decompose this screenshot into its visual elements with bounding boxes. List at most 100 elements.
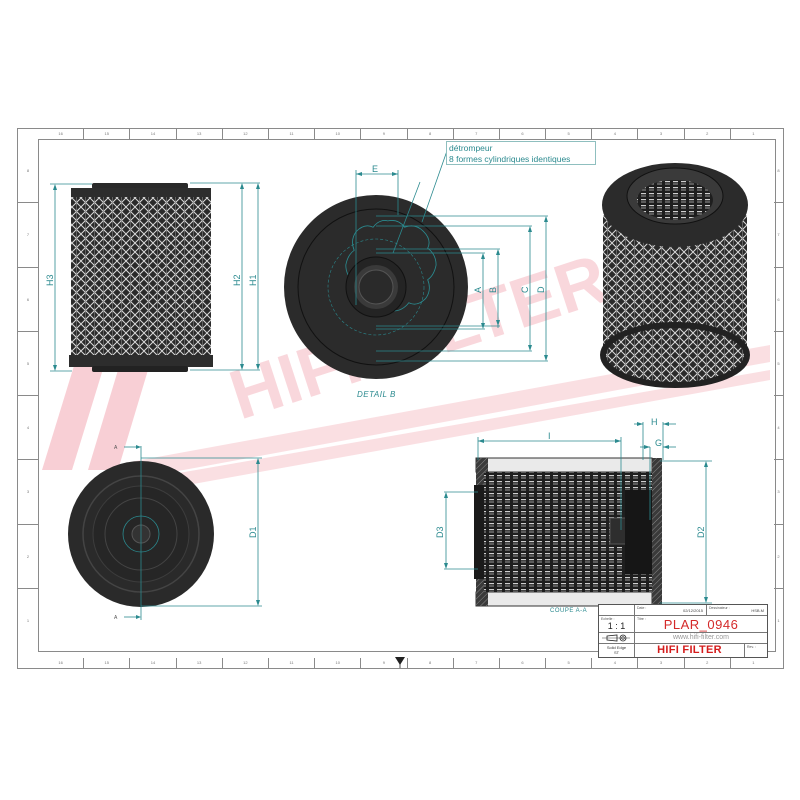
zone-row: 6 bbox=[18, 268, 38, 332]
section-mark-bottom: A bbox=[114, 615, 118, 621]
dim-g: G bbox=[655, 438, 662, 448]
zone-row: 7 bbox=[774, 203, 783, 268]
tb-date-label: Date : bbox=[637, 606, 647, 610]
border-zone-right: 8 7 6 5 4 3 2 1 bbox=[774, 139, 783, 652]
side-view: H3 H2 H1 bbox=[45, 182, 260, 372]
zone-row: 5 bbox=[18, 332, 38, 396]
section-mark-top: A bbox=[114, 445, 118, 451]
zone-row: 3 bbox=[774, 460, 783, 525]
isometric-view bbox=[600, 163, 750, 388]
dim-d2: D2 bbox=[696, 526, 706, 538]
cad-version: ST bbox=[613, 650, 620, 655]
zone-col: 8 bbox=[408, 658, 454, 668]
dim-d3: D3 bbox=[435, 526, 445, 538]
border-zone-bottom: 16 15 14 13 12 11 10 9 8 7 6 5 4 3 2 1 bbox=[38, 658, 776, 668]
callout-line-1: détrompeur bbox=[449, 143, 493, 153]
zone-col: 16 bbox=[38, 129, 85, 139]
zone-row: 7 bbox=[18, 203, 38, 268]
tb-row-web: www.hifi-filter.com bbox=[599, 633, 767, 644]
zone-col: 6 bbox=[500, 658, 547, 668]
tb-scale-cell: Echelle : 1 : 1 bbox=[599, 616, 635, 632]
tb-scale-value: 1 : 1 bbox=[607, 621, 626, 631]
zone-col: 15 bbox=[84, 658, 131, 668]
zone-col: 12 bbox=[223, 129, 269, 139]
zone-col: 1 bbox=[752, 131, 755, 136]
tb-rev-cell: Rev. : bbox=[745, 644, 767, 657]
zone-row: 5 bbox=[774, 332, 783, 396]
zone-col: 10 bbox=[315, 658, 362, 668]
zone-row: 1 bbox=[777, 617, 780, 623]
keying-callout: détrompeur 8 formes cylindriques identiq… bbox=[446, 141, 596, 165]
dim-h1: H1 bbox=[248, 274, 258, 286]
zone-row: 8 bbox=[774, 139, 783, 204]
tb-rev-label: Rev. : bbox=[747, 645, 756, 649]
zone-col: 5 bbox=[546, 658, 593, 668]
zone-col: 14 bbox=[130, 129, 177, 139]
tb-date-cell: Date : 02/12/2015 bbox=[635, 605, 707, 615]
tb-row-title: Echelle : 1 : 1 Titre : PLAR_0946 bbox=[599, 616, 767, 633]
zone-col: 13 bbox=[177, 658, 223, 668]
brand-name: HIFI FILTER bbox=[657, 644, 722, 656]
zone-row: 6 bbox=[774, 268, 783, 332]
border-zone-top: 16 15 14 13 12 11 10 9 8 7 6 5 4 3 2 1 bbox=[38, 129, 776, 139]
zone-col: 13 bbox=[177, 129, 223, 139]
zone-col: 7 bbox=[454, 129, 500, 139]
tb-blank bbox=[599, 605, 635, 615]
zone-col: 1 bbox=[752, 660, 755, 665]
detail-b-caption: DETAIL B bbox=[357, 390, 396, 399]
zone-row: 3 bbox=[18, 460, 38, 525]
zone-col: 6 bbox=[500, 129, 547, 139]
tb-drawer-cell: Dessinateur : HSB.M bbox=[707, 605, 767, 615]
dim-h2: H2 bbox=[232, 274, 242, 286]
dim-e: E bbox=[372, 164, 378, 174]
zone-col: 2 bbox=[685, 129, 731, 139]
dim-d1: D1 bbox=[248, 526, 258, 538]
zone-col: 4 bbox=[592, 658, 639, 668]
section-caption: COUPE A-A bbox=[550, 608, 588, 614]
zone-col: 10 bbox=[315, 129, 362, 139]
zone-row: 4 bbox=[18, 396, 38, 461]
zone-col: 7 bbox=[454, 658, 500, 668]
cad-name: Solid Edge bbox=[606, 645, 627, 650]
title-block: Date : 02/12/2015 Dessinateur : HSB.M Ec… bbox=[598, 604, 768, 658]
zone-col: 5 bbox=[546, 129, 593, 139]
tb-drawer-label: Dessinateur : bbox=[709, 606, 730, 610]
zone-row: 4 bbox=[774, 396, 783, 461]
projection-symbol-icon bbox=[395, 657, 405, 668]
zone-row: 8 bbox=[18, 139, 38, 204]
first-angle-projection-icon bbox=[602, 634, 630, 642]
zone-col: 16 bbox=[38, 658, 85, 668]
zone-row: 2 bbox=[774, 525, 783, 589]
zone-col: 15 bbox=[84, 129, 131, 139]
tb-title-label: Titre : bbox=[637, 617, 646, 621]
dim-h: H bbox=[651, 417, 658, 427]
section-view: I H G D3 D2 bbox=[435, 417, 712, 607]
zone-col: 3 bbox=[638, 658, 685, 668]
drawing-frame bbox=[38, 139, 776, 652]
dim-i: I bbox=[548, 431, 551, 441]
zone-col: 4 bbox=[592, 129, 639, 139]
tb-brand-cell: HIFI FILTER bbox=[635, 644, 745, 657]
border-zone-left: 8 7 6 5 4 3 2 1 bbox=[18, 139, 38, 652]
zone-col: 11 bbox=[269, 658, 316, 668]
tb-scale-label: Echelle : bbox=[601, 617, 615, 621]
zone-col: 12 bbox=[223, 658, 269, 668]
zone-col: 2 bbox=[685, 658, 731, 668]
callout-line-2: 8 formes cylindriques identiques bbox=[449, 153, 571, 164]
dim-a: A bbox=[473, 287, 483, 293]
zone-col: 3 bbox=[638, 129, 685, 139]
detail-b-view: E A B C D bbox=[284, 147, 548, 379]
zone-col: 14 bbox=[130, 658, 177, 668]
tb-drawer-value: HSB.M bbox=[751, 608, 764, 613]
dim-h3: H3 bbox=[45, 274, 55, 286]
zone-col: 11 bbox=[269, 129, 316, 139]
zone-row: 2 bbox=[18, 525, 38, 589]
zone-col: 8 bbox=[408, 129, 454, 139]
zone-col: 9 bbox=[361, 658, 408, 668]
dim-c: C bbox=[520, 286, 530, 293]
website-link[interactable]: www.hifi-filter.com bbox=[672, 634, 729, 641]
zone-col: 9 bbox=[361, 129, 408, 139]
